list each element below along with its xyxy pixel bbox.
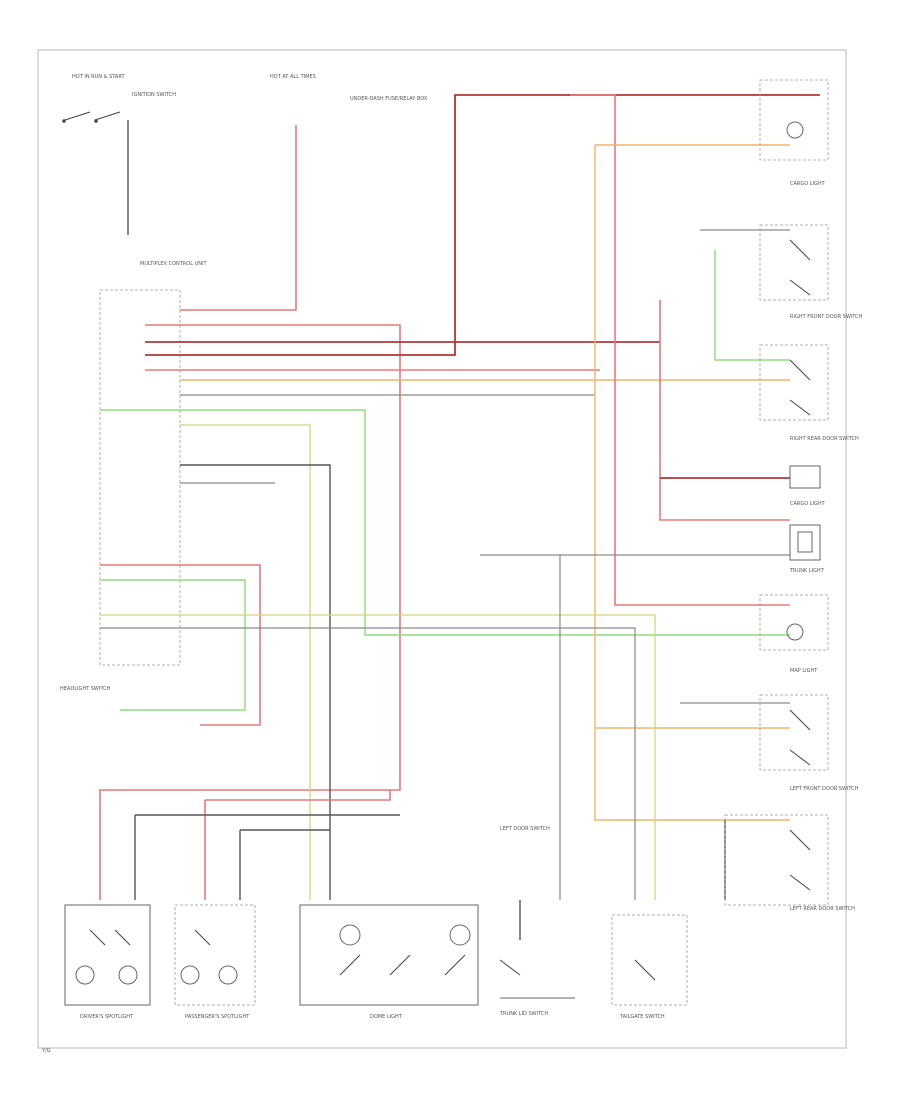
label-trunk-lid-switch: TRUNK LID SWITCH <box>499 1011 548 1017</box>
label-hot-run-start: HOT IN RUN & START <box>72 74 125 80</box>
map-light-component <box>759 594 829 651</box>
label-cargo: CARGO LIGHT <box>790 181 826 187</box>
label-left-door: LEFT DOOR SWITCH <box>500 826 550 832</box>
tailgate-switch <box>611 914 688 1006</box>
wire-red-map <box>570 94 790 606</box>
label-tailgate-switch: TAILGATE SWITCH <box>619 1014 665 1020</box>
label-dome-light: DOME LIGHT <box>370 1014 403 1020</box>
label-fuse-note: UNDER-DASH FUSE/RELAY BOX <box>350 96 428 102</box>
cargo-light-component <box>759 79 829 161</box>
wire-red-dome-driver <box>99 324 401 900</box>
label-ignition-switch: IGNITION SWITCH <box>132 92 176 98</box>
wire-orange-leftrear <box>594 145 790 821</box>
multiplex-unit-box <box>99 289 181 666</box>
cargo-connector <box>789 465 821 489</box>
label-left-rear-door: LEFT REAR DOOR SWITCH <box>790 906 855 912</box>
wire-dkred-cargo <box>145 94 820 356</box>
label-multiplex: MULTIPLEX CONTROL UNIT <box>140 261 207 267</box>
right-rear-door-switch <box>759 344 829 421</box>
left-front-door-switch <box>759 694 829 771</box>
wire-green-map <box>100 409 790 636</box>
label-driver-spotlight: DRIVER'S SPOTLIGHT <box>80 1014 134 1020</box>
label-trunk-light: TRUNK LIGHT <box>789 568 825 574</box>
wire-red-fuse <box>180 125 297 311</box>
label-map-light: MAP LIGHT <box>790 668 818 674</box>
ignition-switch-symbol <box>62 111 129 235</box>
diagram-frame <box>37 49 847 1049</box>
label-right-front-door: RIGHT FRONT DOOR SWITCH <box>790 314 863 320</box>
wire-red-trunk <box>659 300 790 521</box>
footnote: Y/G <box>41 1048 51 1054</box>
right-front-door-switch <box>759 224 829 301</box>
trunk-light-component <box>789 524 821 561</box>
label-right-rear-door: RIGHT REAR DOOR SWITCH <box>790 436 859 442</box>
passenger-spotlight-component <box>174 904 256 1006</box>
dome-light-component <box>299 904 479 1006</box>
trunk-lid-switch <box>499 900 575 999</box>
label-hot-all-times: HOT AT ALL TIMES <box>270 74 316 80</box>
label-cargo-connector: CARGO LIGHT <box>790 501 826 507</box>
left-rear-door-switch <box>724 814 829 906</box>
label-left-front-door: LEFT FRONT DOOR SWITCH <box>790 786 859 792</box>
label-passenger-spotlight: PASSENGER'S SPOTLIGHT <box>185 1014 250 1020</box>
driver-spotlight-component <box>64 904 151 1006</box>
label-headlight-switch: HEADLIGHT SWITCH <box>60 686 111 692</box>
